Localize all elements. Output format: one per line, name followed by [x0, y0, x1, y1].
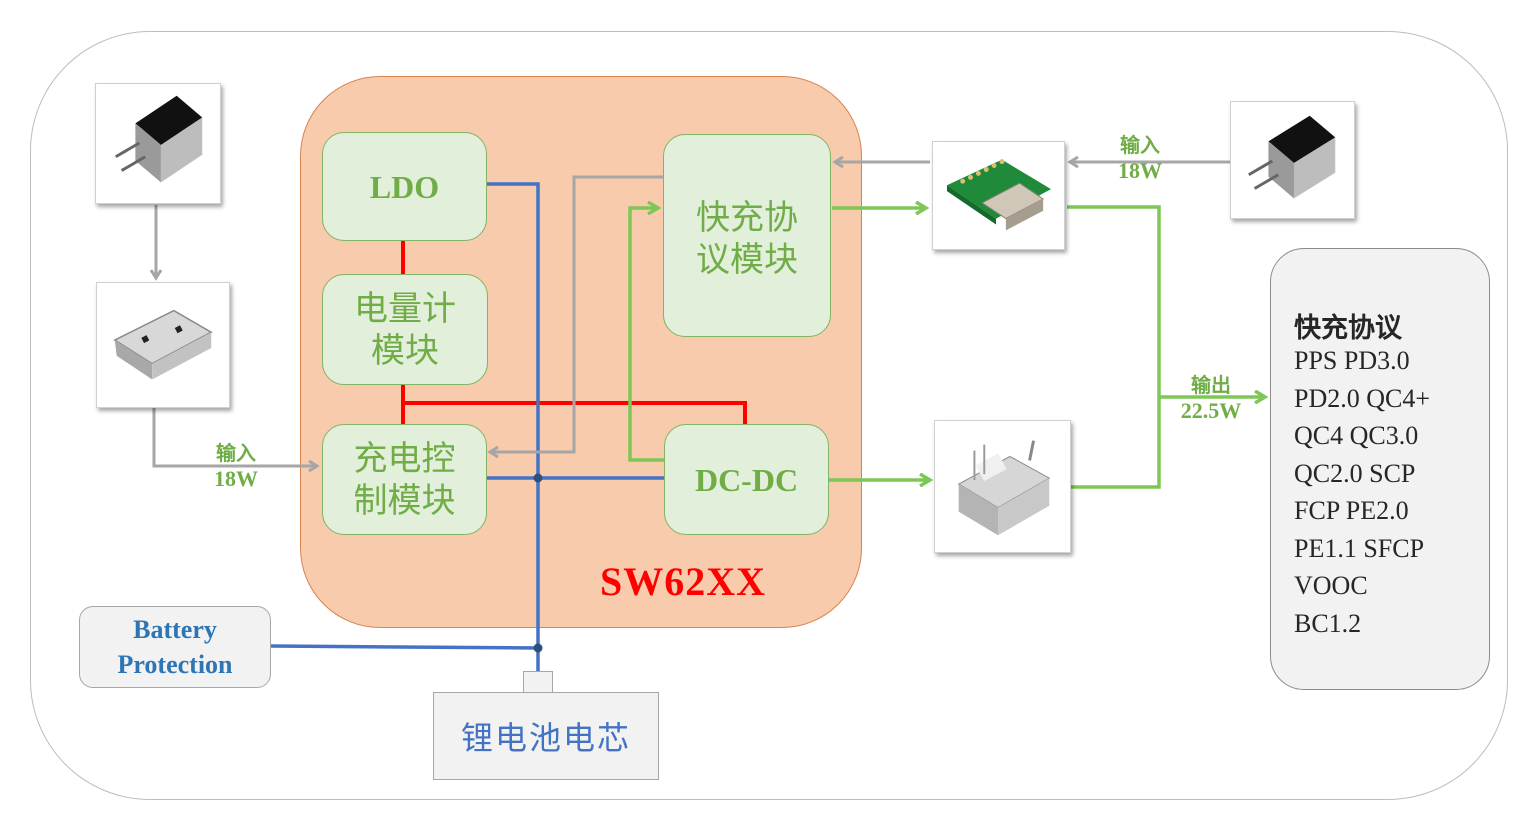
left-input-power: 18W: [214, 466, 258, 491]
dcdc-module: DC-DC: [664, 424, 829, 535]
output-power: 22.5W: [1180, 398, 1242, 423]
battery-terminal: [523, 671, 553, 693]
battery-protection-line2: Protection: [117, 650, 233, 679]
fast-charge-protocol-module: 快充协 议模块: [663, 134, 831, 337]
protocol-list-box: [1270, 248, 1490, 690]
output-label: 输出 22.5W: [1162, 372, 1260, 424]
micro-usb-icon: [113, 309, 213, 380]
right-input-power: 18W: [1118, 158, 1162, 183]
protocol-item: BC1.2: [1294, 608, 1362, 638]
output-text: 输出: [1191, 373, 1231, 397]
fuel-gauge-module: 电量计 模块: [322, 274, 488, 385]
protocol-item: FCP PE2.0: [1294, 496, 1409, 525]
wall-charger-right-image: [1230, 101, 1355, 219]
protocol-module-label-line2: 议模块: [696, 240, 798, 280]
right-input-text: 输入: [1120, 133, 1160, 157]
charge-control-label-line2: 制模块: [353, 480, 456, 521]
left-input-text: 输入: [216, 441, 256, 465]
protocol-list-title: 快充协议: [1294, 313, 1402, 344]
dcdc-module-label: DC-DC: [694, 461, 799, 498]
protocol-item: PD2.0 QC4+: [1294, 383, 1431, 413]
battery-protection-box: Battery Protection: [79, 606, 271, 688]
left-input-label: 输入 18W: [196, 440, 276, 492]
ldo-module-label: LDO: [369, 168, 440, 205]
usb-type-c-icon: [946, 159, 1052, 231]
protocol-item: VOOC: [1294, 571, 1368, 600]
charge-control-module: 充电控 制模块: [322, 424, 487, 535]
protocol-module-label-line1: 快充协: [696, 198, 798, 238]
protocol-item: PPS PD3.0: [1294, 346, 1410, 375]
protocol-item: QC4 QC3.0: [1294, 421, 1419, 450]
protocol-list: PPS PD3.0 PD2.0 QC4+ QC4 QC3.0 QC2.0 SCP…: [1294, 342, 1430, 642]
right-input-label: 输入 18W: [1100, 132, 1180, 184]
micro-usb-connector-image: [96, 282, 230, 408]
fuel-gauge-label-line2: 模块: [371, 330, 439, 371]
lithium-battery-cell: 锂电池电芯: [433, 692, 659, 780]
usb-type-c-connector-image: [932, 141, 1065, 250]
fuel-gauge-label-line1: 电量计: [354, 288, 456, 329]
wall-charger-left-image: [95, 83, 221, 204]
charge-control-label-line1: 充电控: [353, 438, 456, 479]
protocol-item: PE1.1 SFCP: [1294, 533, 1425, 563]
usb-type-a-connector-image: [934, 420, 1071, 553]
battery-protection-line1: Battery: [133, 615, 217, 644]
protocol-item: QC2.0 SCP: [1294, 458, 1416, 488]
usb-type-a-icon: [957, 440, 1051, 536]
chip-label: SW62XX: [600, 559, 767, 604]
battery-cell-label: 锂电池电芯: [460, 719, 631, 757]
wall-charger-icon: [1248, 115, 1336, 199]
ldo-module: LDO: [322, 132, 487, 241]
wall-charger-icon: [114, 95, 203, 183]
